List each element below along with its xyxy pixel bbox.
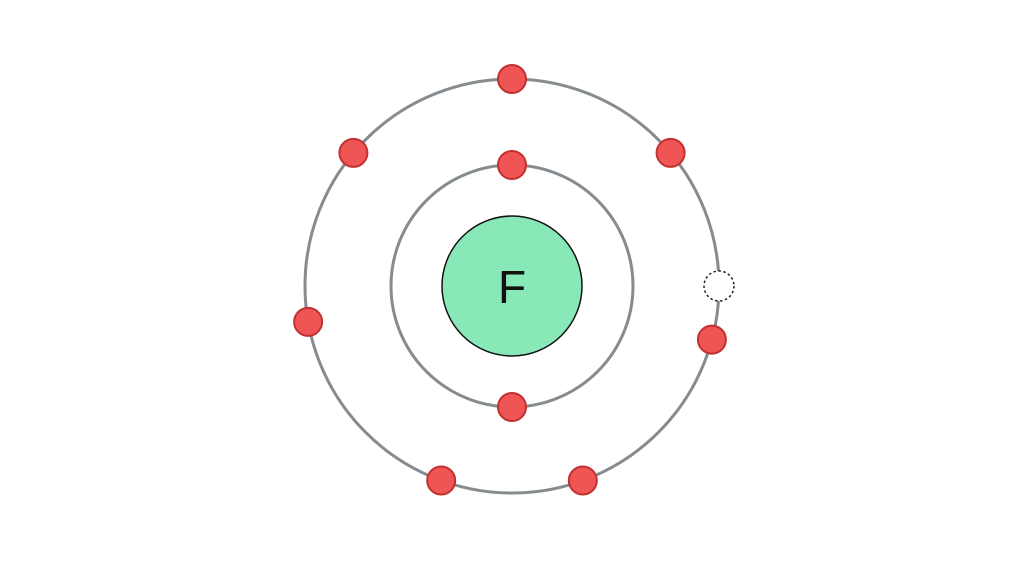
electron-shell-2-4 xyxy=(567,465,598,496)
electron-shell-2-3 xyxy=(696,324,727,355)
nucleus xyxy=(441,215,583,357)
electron-shell-1-1 xyxy=(497,150,527,180)
electron-shell-2-5 xyxy=(426,465,457,496)
nucleus-group: F xyxy=(441,215,583,357)
electron-shell-2-7 xyxy=(338,137,369,168)
electrons-layer xyxy=(293,64,735,496)
electron-vacancy-shell-2-1 xyxy=(703,270,735,302)
electron-shell-1-2 xyxy=(497,392,527,422)
electron-shell-2-1 xyxy=(497,64,527,94)
element-symbol: F xyxy=(498,261,526,313)
electron-shell-2-6 xyxy=(293,306,324,337)
electron-shell-2-2 xyxy=(655,137,686,168)
